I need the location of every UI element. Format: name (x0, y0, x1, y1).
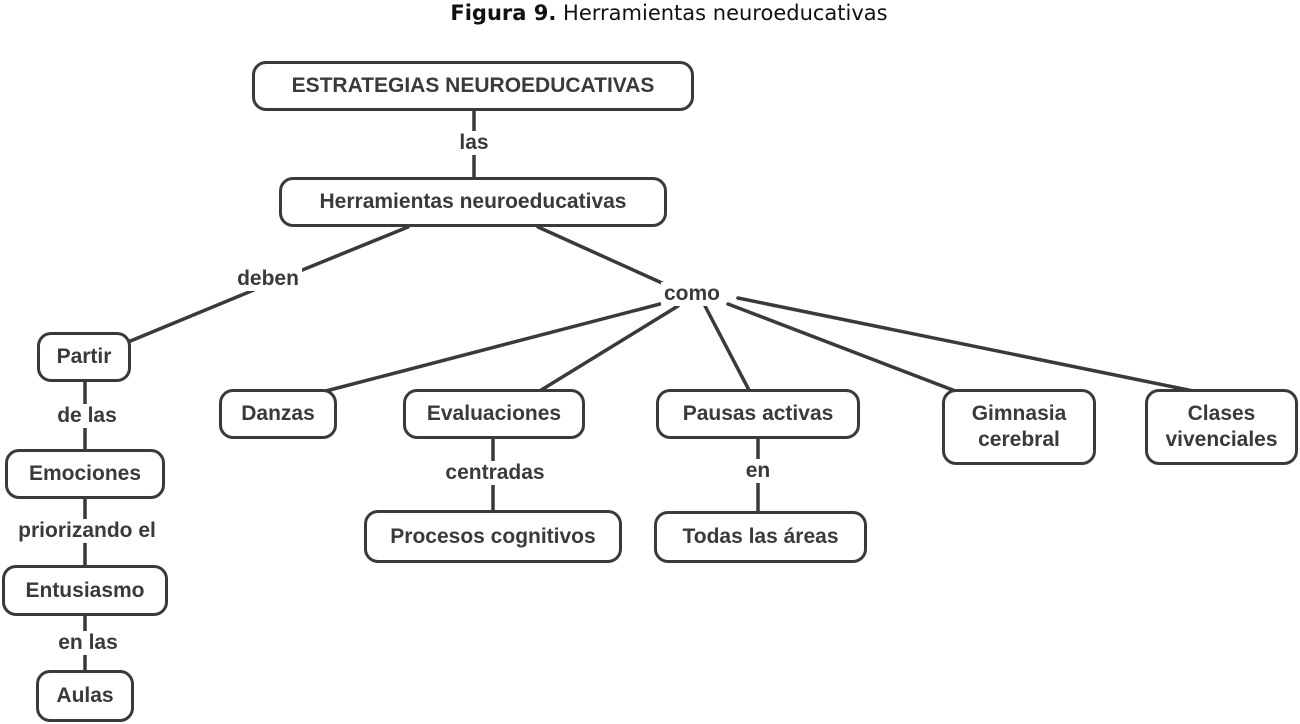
link-label-centradas: centradas (442, 461, 548, 485)
node-procesos-cognitivos: Procesos cognitivos (364, 510, 622, 563)
node-aulas-label: Aulas (56, 684, 114, 707)
node-gimnasia-line-1: Gimnasia (971, 402, 1067, 425)
node-estrategias-neuroeducativas: ESTRATEGIAS NEUROEDUCATIVAS (252, 61, 694, 111)
node-clases-line-1: Clases (1187, 402, 1256, 425)
line-como-clases (736, 296, 1200, 394)
line-como-pausas (703, 304, 752, 394)
figure-caption: Figura 9. Herramientas neuroeducativas (0, 0, 1300, 26)
link-label-como: como (660, 282, 724, 306)
figure-label: Figura 9. (450, 1, 557, 25)
link-label-de-las: de las (54, 404, 120, 428)
node-pausas-activas: Pausas activas (656, 389, 860, 439)
node-partir: Partir (37, 332, 131, 382)
node-gimnasia-cerebral: Gimnasia cerebral (942, 389, 1096, 465)
node-herramientas-neuroeducativas: Herramientas neuroeducativas (279, 177, 667, 227)
node-pausas-label: Pausas activas (682, 402, 834, 425)
node-evaluaciones: Evaluaciones (403, 389, 585, 439)
node-entusiasmo-label: Entusiasmo (25, 578, 145, 602)
node-clases-vivenciales: Clases vivenciales (1145, 389, 1298, 465)
node-danzas-label: Danzas (241, 402, 315, 425)
node-estrategias-label: ESTRATEGIAS NEUROEDUCATIVAS (291, 74, 655, 97)
node-gimnasia-line-2: cerebral (978, 428, 1060, 451)
node-emociones: Emociones (5, 449, 165, 499)
node-herramientas-label: Herramientas neuroeducativas (319, 190, 627, 213)
line-como-gimnasia (726, 302, 960, 394)
line-herramientas-deben (288, 225, 410, 277)
link-label-deben: deben (234, 267, 302, 291)
node-aulas: Aulas (36, 670, 134, 722)
node-entusiasmo: Entusiasmo (2, 565, 168, 616)
node-partir-label: Partir (56, 345, 112, 368)
node-emociones-label: Emociones (28, 462, 142, 485)
line-herramientas-como (536, 225, 684, 294)
node-clases-line-2: vivenciales (1165, 428, 1278, 451)
node-procesos-label: Procesos cognitivos (390, 524, 596, 548)
figure-title: Herramientas neuroeducativas (563, 1, 888, 25)
node-danzas: Danzas (219, 389, 337, 439)
node-todas-label: Todas las áreas (682, 525, 839, 548)
link-label-en: en (742, 459, 774, 483)
link-label-en-las: en las (55, 631, 121, 655)
line-como-evaluaciones (536, 304, 680, 394)
node-evaluaciones-label: Evaluaciones (426, 402, 562, 425)
line-como-danzas (320, 302, 662, 394)
link-label-priorizando-el: priorizando el (15, 519, 159, 543)
node-todas-las-areas: Todas las áreas (654, 511, 867, 563)
link-label-las: las (456, 131, 492, 155)
